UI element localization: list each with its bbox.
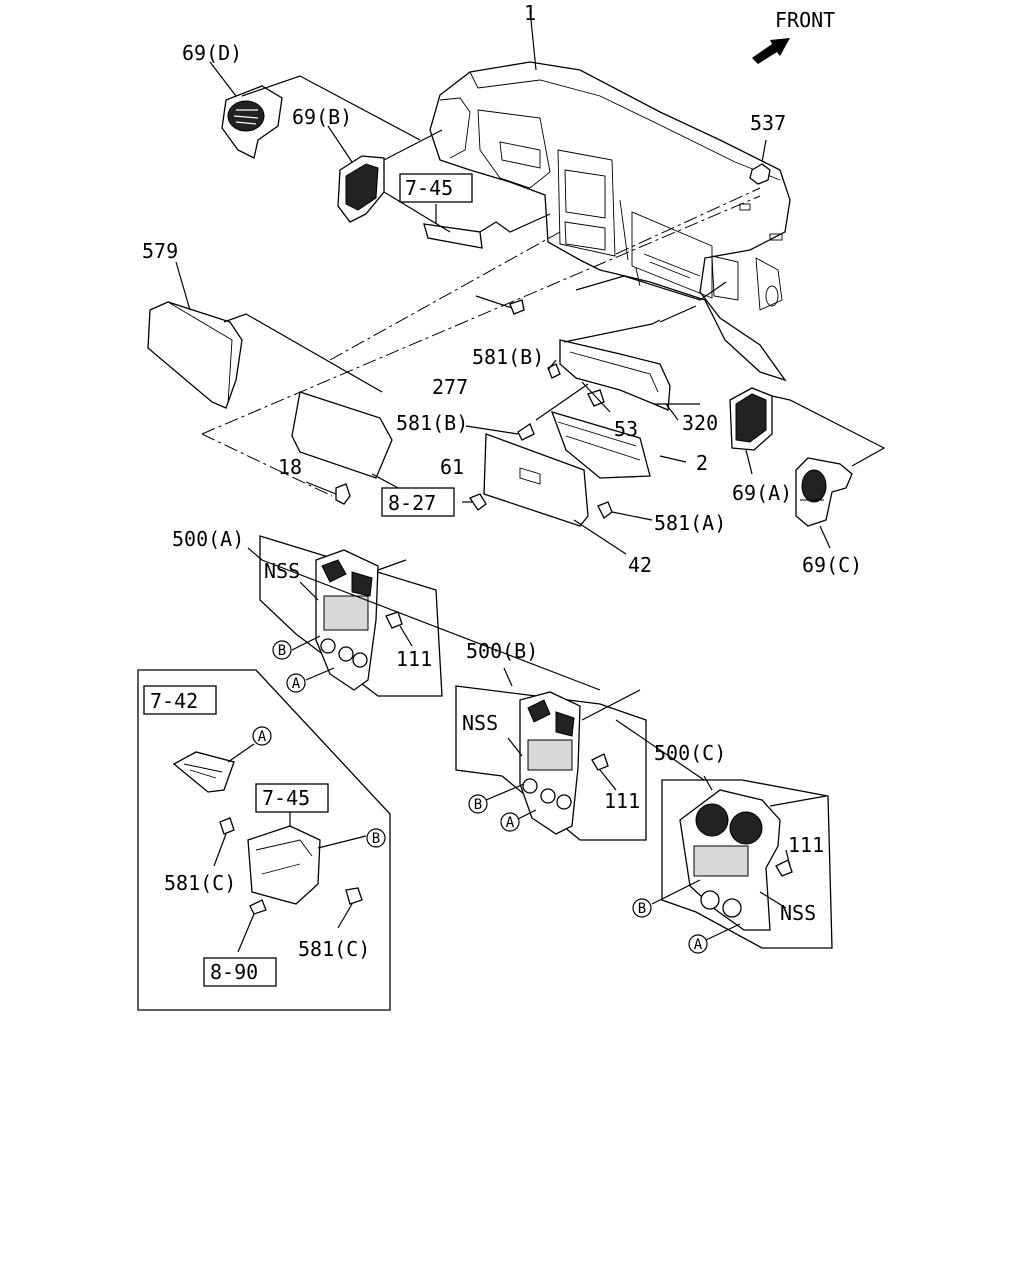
callout-745-top: 7-45 <box>405 176 453 200</box>
clip-277 <box>509 299 525 315</box>
callout-742: 7-42 <box>150 689 198 713</box>
screw-581b-upper <box>547 363 561 379</box>
callout-581a: 581(A) <box>654 511 726 535</box>
center-panel-500c <box>661 779 833 949</box>
callout-nss-500b: NSS <box>462 711 498 735</box>
callout-500b: 500(B) <box>466 639 538 663</box>
instrument-panel <box>429 61 791 382</box>
callout-69c: 69(C) <box>802 553 862 577</box>
detail-parts <box>172 743 367 953</box>
front-label: FRONT <box>775 8 835 32</box>
svg-text:A: A <box>292 676 301 692</box>
leader-lines-500b <box>485 667 705 821</box>
callout-500c: 500(C) <box>654 741 726 765</box>
marker-a-500b: A <box>500 812 520 832</box>
vent-69b <box>337 155 385 223</box>
glove-box-lid-579 <box>147 301 243 409</box>
marker-b-500c: B <box>632 898 652 918</box>
callout-579: 579 <box>142 239 178 263</box>
svg-text:B: B <box>474 797 482 813</box>
glove-box-579-edge <box>167 301 233 405</box>
screw-581b-lower <box>517 423 535 441</box>
ref-box-742 <box>143 685 217 715</box>
svg-text:A: A <box>258 729 267 745</box>
leader-lines-top <box>175 9 886 555</box>
nut-537 <box>749 163 771 185</box>
callout-69d: 69(D) <box>182 41 242 65</box>
svg-text:B: B <box>372 831 380 847</box>
marker-b-detail: B <box>366 828 386 848</box>
callout-745-detail: 7-45 <box>262 786 310 810</box>
svg-text:A: A <box>694 937 703 953</box>
callout-320: 320 <box>682 411 718 435</box>
front-arrow-icon <box>752 38 790 64</box>
callout-nss-500c: NSS <box>780 901 816 925</box>
callout-18: 18 <box>278 455 302 479</box>
center-panel-500b <box>455 685 647 841</box>
callout-42: 42 <box>628 553 652 577</box>
trim-strip-745 <box>423 223 483 249</box>
bracket-320 <box>559 339 671 411</box>
callout-581c-right: 581(C) <box>298 937 370 961</box>
center-panel-500a <box>259 535 443 697</box>
callout-500a: 500(A) <box>172 527 244 551</box>
vent-69d <box>221 85 283 159</box>
callout-581b-upper: 581(B) <box>472 345 544 369</box>
bracket-2 <box>550 411 651 479</box>
ref-box-745-detail <box>255 783 329 813</box>
callout-111-500c: 111 <box>788 833 824 857</box>
leader-lines-500c <box>651 775 827 941</box>
vent-69c <box>795 457 853 527</box>
callout-2: 2 <box>696 451 708 475</box>
callout-581c-left: 581(C) <box>164 871 236 895</box>
callout-277: 277 <box>432 375 468 399</box>
leader-lines-500a <box>247 547 601 691</box>
callout-nss-500a: NSS <box>264 559 300 583</box>
callout-53: 53 <box>614 417 638 441</box>
ref-box-890 <box>203 957 277 987</box>
callout-581b-lower: 581(B) <box>396 411 468 435</box>
marker-b-500b: B <box>468 794 488 814</box>
ref-box-827 <box>381 487 455 517</box>
callout-111-500b: 111 <box>604 789 640 813</box>
callout-890: 8-90 <box>210 960 258 984</box>
callout-69a: 69(A) <box>732 481 792 505</box>
bolt-581a <box>597 501 613 519</box>
vent-69a <box>729 387 773 451</box>
callout-1: 1 <box>524 1 536 25</box>
svg-text:B: B <box>278 643 286 659</box>
bolt-18 <box>335 483 351 505</box>
callout-537: 537 <box>750 111 786 135</box>
ref-box-745-top <box>399 173 473 203</box>
marker-a-500a: A <box>286 673 306 693</box>
glove-box-door-827 <box>291 391 393 479</box>
callout-827: 8-27 <box>388 491 436 515</box>
callout-69b: 69(B) <box>292 105 352 129</box>
callout-111-500a: 111 <box>396 647 432 671</box>
svg-text:B: B <box>638 901 646 917</box>
marker-a-detail-top: A <box>252 726 272 746</box>
marker-a-500c: A <box>688 934 708 954</box>
callout-61: 61 <box>440 455 464 479</box>
marker-b-500a: B <box>272 640 292 660</box>
bolt-61 <box>469 493 487 511</box>
svg-text:A: A <box>506 815 515 831</box>
lower-cover-42 <box>483 433 589 527</box>
